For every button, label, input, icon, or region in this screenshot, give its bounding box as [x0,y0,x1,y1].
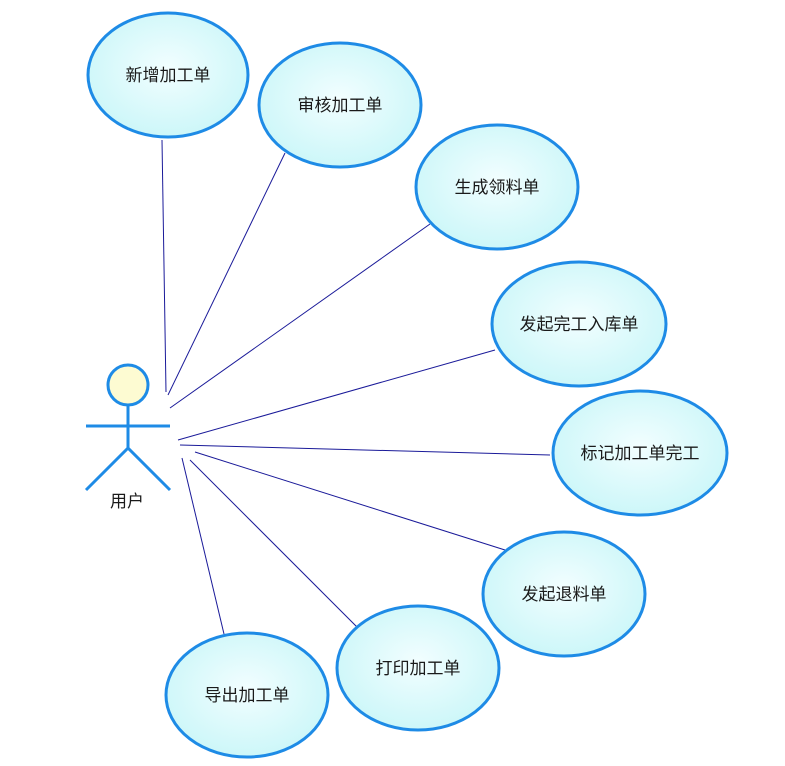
use-case-uc-1[interactable]: 新增加工单 [86,11,250,139]
use-case-ellipse [164,631,330,759]
use-case-label: 打印加工单 [376,659,461,679]
association-uc-3 [169,223,431,409]
association-uc-7 [189,459,359,629]
association-uc-2 [167,152,286,396]
actor-left-leg [84,446,130,492]
association-uc-5 [179,444,551,456]
actor-head [106,363,150,407]
use-case-label: 审核加工单 [298,96,383,116]
use-case-ellipse [86,11,250,139]
use-case-ellipse [481,530,647,658]
use-case-uc-7[interactable]: 打印加工单 [335,604,501,732]
use-case-label: 生成领料单 [455,178,540,198]
association-uc-6 [194,451,506,551]
use-case-label: 导出加工单 [205,686,290,706]
use-case-uc-8[interactable]: 导出加工单 [164,631,330,759]
association-uc-4 [177,349,496,441]
use-case-uc-3[interactable]: 生成领料单 [414,123,580,251]
use-case-group: 新增加工单审核加工单生成领料单发起完工入库单标记加工单完工发起退料单打印加工单导… [86,11,729,759]
actor-user[interactable]: 用户 [84,363,172,512]
use-case-uc-2[interactable]: 审核加工单 [257,41,423,169]
use-case-ellipse [257,41,423,169]
use-case-ellipse [335,604,501,732]
use-case-label: 新增加工单 [126,66,211,86]
actor-right-leg [126,446,172,492]
use-case-uc-4[interactable]: 发起完工入库单 [490,260,668,388]
use-case-uc-6[interactable]: 发起退料单 [481,530,647,658]
use-case-label: 发起完工入库单 [520,315,639,335]
use-case-ellipse [414,123,580,251]
association-lines [161,139,551,635]
use-case-label: 发起退料单 [522,585,607,605]
use-case-ellipse [490,260,668,388]
association-uc-8 [181,457,225,635]
use-case-ellipse [551,389,729,517]
use-case-label: 标记加工单完工 [581,444,700,464]
actor-label: 用户 [110,492,144,512]
use-case-uc-5[interactable]: 标记加工单完工 [551,389,729,517]
association-uc-1 [161,139,167,393]
